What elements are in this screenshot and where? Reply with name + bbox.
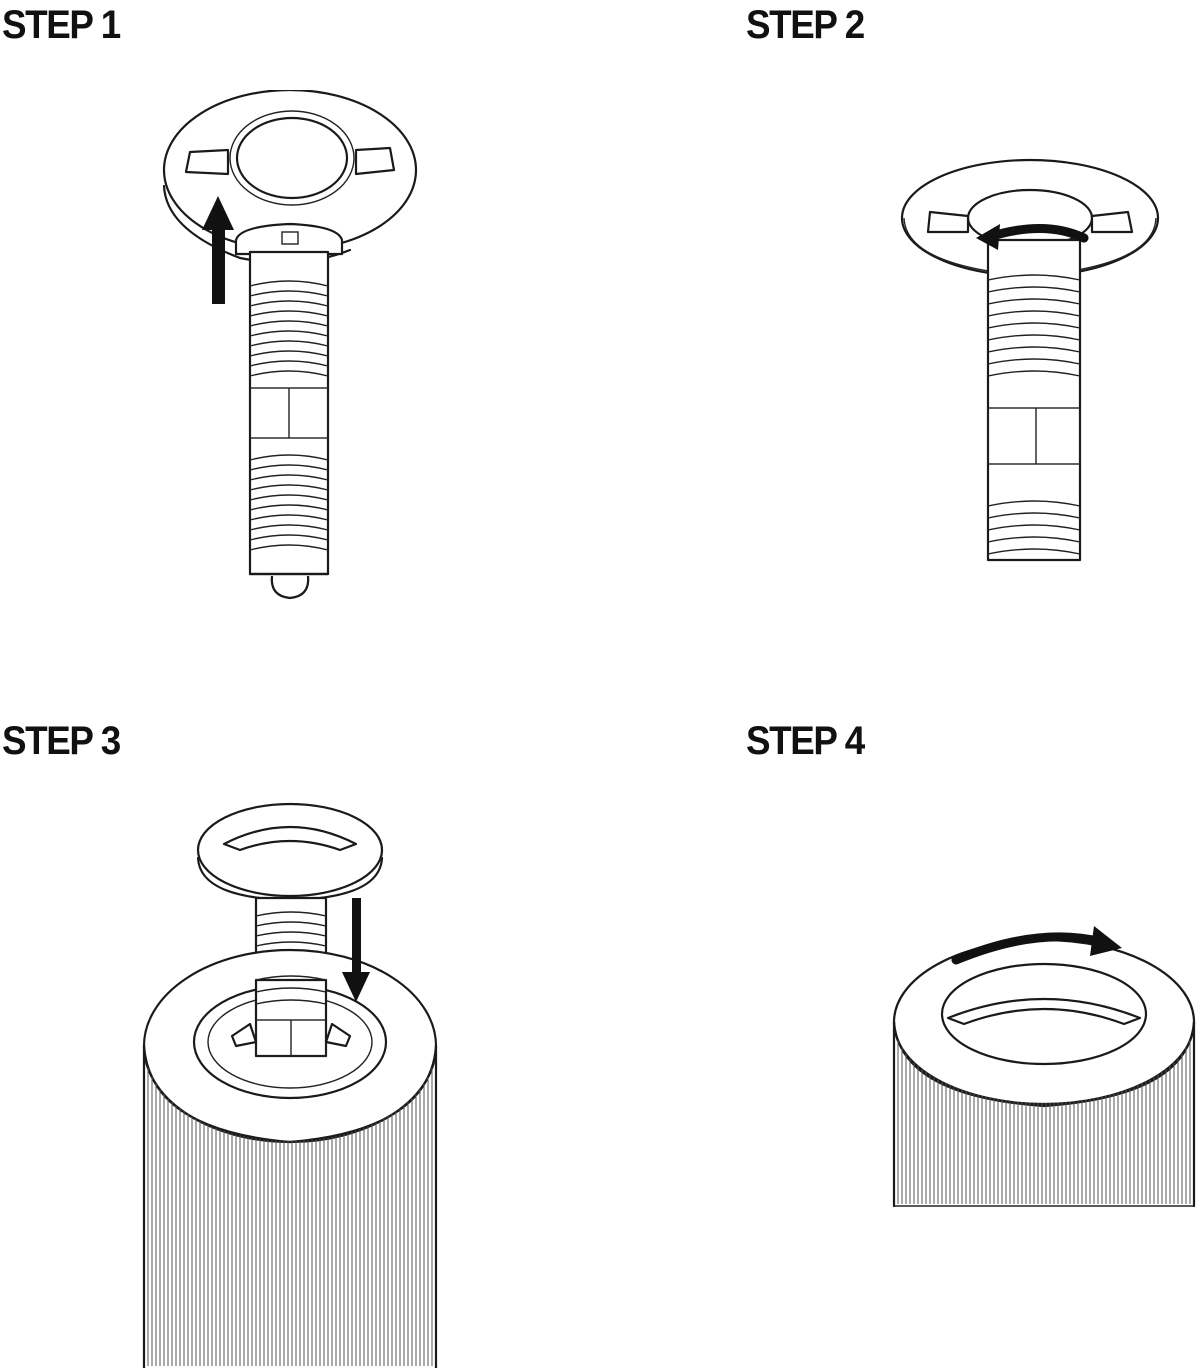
- step-4-illustration: [888, 910, 1200, 1210]
- tube-ribs-upper: [987, 274, 1081, 377]
- filter-pleats: [897, 1040, 1191, 1204]
- lid-opening: [235, 116, 349, 200]
- tube-hook: [270, 575, 310, 600]
- step-3-illustration: [140, 780, 460, 1368]
- step-4-label: STEP 4: [746, 719, 865, 763]
- arrow-down-icon: [342, 898, 370, 1002]
- arrow-up-icon: [202, 196, 234, 304]
- step-1-label: STEP 1: [2, 3, 121, 47]
- tube-body: [986, 238, 1082, 562]
- arrow-rotate-right-icon: [951, 926, 1122, 965]
- arrow-rotate-left-icon: [976, 224, 1089, 250]
- lid-slot: [222, 825, 358, 852]
- lid-slot: [946, 997, 1142, 1026]
- tube-ribs-upper: [249, 280, 329, 377]
- lid-tab-right: [1090, 210, 1134, 234]
- tube-ribs-lower: [987, 500, 1081, 555]
- step-3-label: STEP 3: [2, 719, 121, 763]
- lid-tab-left: [184, 148, 230, 176]
- step-2-label: STEP 2: [746, 3, 865, 47]
- tube-ribs-lower: [249, 454, 329, 551]
- lid-tab-left: [926, 210, 970, 234]
- lid-disc: [196, 802, 384, 898]
- step-2-illustration: [896, 120, 1178, 570]
- step-1-illustration: [150, 90, 440, 610]
- lid-tab-right: [354, 146, 396, 176]
- filter-pleats: [147, 1068, 433, 1366]
